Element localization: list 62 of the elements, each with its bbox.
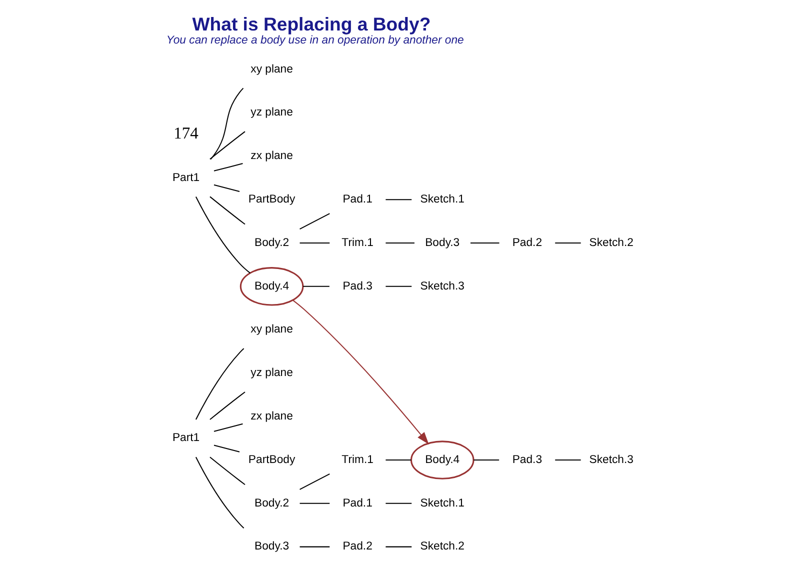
node-text: Pad.1 (342, 497, 372, 510)
connector (303, 286, 330, 287)
node-text: yz plane (250, 367, 293, 380)
node-text: PartBody (248, 454, 296, 466)
connector (300, 502, 330, 504)
node-text: Sketch.2 (589, 236, 634, 249)
connector (300, 546, 330, 548)
connector (195, 196, 250, 274)
connector (210, 131, 246, 160)
node-text: Sketch.3 (420, 280, 464, 292)
connector (386, 199, 412, 200)
node-text: yz plane (250, 106, 293, 119)
connector (210, 392, 246, 420)
connector (386, 502, 412, 504)
connector (386, 546, 412, 548)
label: 174 (174, 123, 198, 142)
node-text: Body.2 (254, 497, 290, 510)
node-text: Body.3 (254, 540, 290, 553)
connector (214, 444, 240, 452)
node-text: xy plane (250, 324, 293, 336)
connector (214, 423, 243, 432)
node-text: Pad.3 (342, 280, 372, 292)
connector (214, 184, 240, 192)
node-text: Trim.1 (342, 454, 374, 466)
node-text: Sketch.1 (420, 194, 464, 206)
node-ellipse: Body.4 (410, 440, 474, 480)
connector (210, 88, 244, 160)
connector (555, 242, 581, 244)
arrow (292, 300, 429, 444)
node-text: Part1 (172, 432, 200, 444)
node-text: Sketch.3 (589, 454, 634, 466)
connector (210, 196, 246, 225)
node-text: xy plane (250, 63, 293, 76)
connector (210, 456, 246, 486)
node-text: zx plane (250, 150, 293, 162)
connector (386, 286, 412, 287)
node-text: Body.2 (254, 236, 290, 249)
node-text: Sketch.2 (420, 540, 464, 553)
connector (474, 460, 500, 461)
node-text: PartBody (248, 194, 296, 206)
caption: You can replace a body use in an operation by another one (166, 34, 464, 46)
connector (555, 460, 581, 461)
node-ellipse: Body.4 (240, 267, 304, 306)
node-text: Trim.1 (342, 236, 374, 249)
connector (470, 242, 500, 244)
node-text: Pad.1 (342, 194, 372, 206)
connector (386, 242, 414, 244)
connector (300, 242, 330, 244)
connector (195, 456, 244, 528)
node-text: zx plane (250, 410, 293, 423)
connector (214, 162, 243, 172)
node-text: Part1 (172, 172, 200, 184)
connector (386, 460, 412, 461)
node-text: Pad.2 (512, 236, 542, 249)
node-text: Body.3 (425, 236, 460, 249)
connector (195, 348, 244, 420)
connector (300, 474, 330, 490)
connector (300, 213, 330, 230)
node-text: Sketch.1 (420, 497, 464, 510)
diagram-title: What is Replacing a Body? (192, 14, 431, 35)
node-text: Pad.3 (512, 454, 542, 466)
node-text: Pad.2 (342, 540, 372, 553)
